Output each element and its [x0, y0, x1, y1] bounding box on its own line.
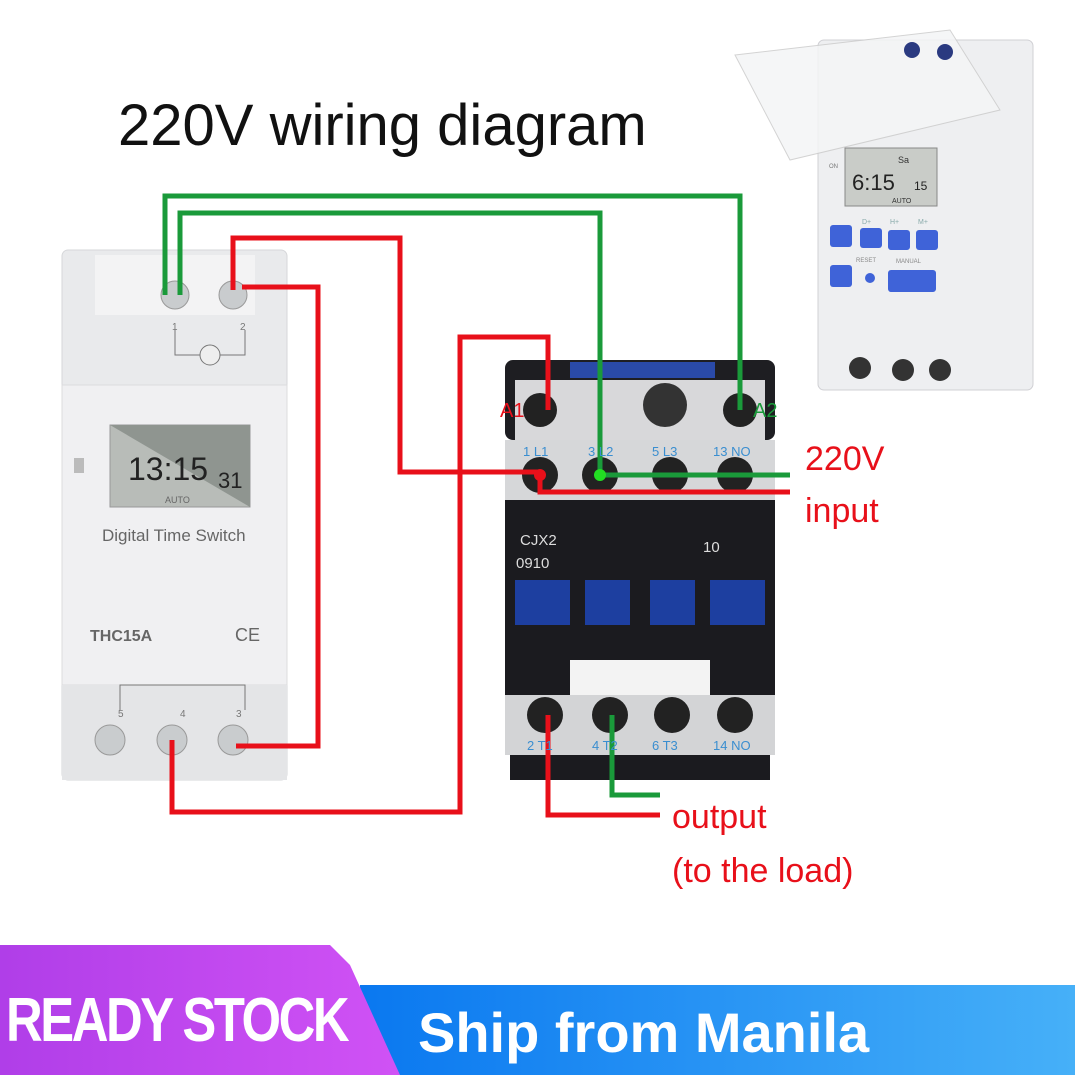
- left-timer-time: 13:15: [128, 451, 208, 487]
- ship-banner: [360, 985, 1075, 1075]
- contactor-a2-label: A2: [753, 400, 777, 422]
- left-timer-terminal-1: 1: [172, 322, 178, 333]
- contactor-a1-label: A1: [500, 400, 524, 422]
- wire-green-timer1-to-l2: [177, 210, 790, 478]
- right-timer-day: Sa: [898, 155, 909, 165]
- right-timer-m-plus: M+: [918, 219, 928, 226]
- right-timer-mode: AUTO: [892, 198, 912, 205]
- diagram-title: 220V wiring diagram: [118, 93, 647, 158]
- contactor-terminal-4: 4 T2: [592, 738, 618, 753]
- input-voltage-label: 220V: [805, 440, 885, 478]
- ready-stock-banner: [0, 945, 400, 1075]
- left-timer-model: THC15A: [90, 628, 153, 645]
- wire-red-timer2-to-timer3: [236, 284, 321, 749]
- contactor-terminal-3: 3 L2: [588, 444, 613, 459]
- right-timer-manual: MANUAL: [896, 259, 922, 265]
- contactor-code: 10: [703, 539, 720, 556]
- ready-stock-text: READY STOCK: [6, 986, 350, 1055]
- left-timer-terminal-4: 4: [180, 709, 186, 720]
- contactor-device: [505, 360, 775, 780]
- wire-green-output: [609, 715, 660, 798]
- contactor-terminal-6: 6 T3: [652, 738, 678, 753]
- right-timer-seconds: 15: [914, 179, 928, 193]
- left-timer-device: [61, 249, 288, 781]
- contactor-model-2: 0910: [516, 555, 549, 572]
- left-timer-seconds: 31: [218, 468, 242, 493]
- wire-red-timer4-to-a1: [169, 334, 551, 815]
- contactor-terminal-1: 1 L1: [523, 444, 548, 459]
- right-timer-d-plus: D+: [862, 219, 871, 226]
- ce-mark: CE: [235, 625, 260, 645]
- output-label: output: [672, 798, 767, 836]
- left-timer-terminal-2: 2: [240, 322, 246, 333]
- right-timer-time: 6:15: [852, 170, 895, 195]
- left-timer-name: Digital Time Switch: [102, 526, 246, 545]
- contactor-terminal-5: 5 L3: [652, 444, 677, 459]
- wire-red-output: [545, 715, 660, 818]
- wire-red-timer2-to-l1: [230, 235, 790, 495]
- right-timer-device: [734, 29, 1034, 391]
- right-timer-led-label: ON: [829, 164, 838, 170]
- right-timer-reset: RESET: [856, 258, 876, 264]
- ship-from-text: Ship from Manila: [418, 1001, 870, 1064]
- input-label: input: [805, 492, 879, 530]
- contactor-terminal-2: 2 T1: [527, 738, 553, 753]
- wire-green-timer1-to-a2: [162, 193, 743, 410]
- right-timer-h-plus: H+: [890, 219, 899, 226]
- contactor-terminal-13: 13 NO: [713, 444, 751, 459]
- left-timer-mode: AUTO: [165, 495, 190, 505]
- contactor-terminal-14: 14 NO: [713, 738, 751, 753]
- left-timer-terminal-5: 5: [118, 709, 124, 720]
- left-timer-terminal-3: 3: [236, 709, 242, 720]
- output-note-label: (to the load): [672, 852, 854, 890]
- contactor-model-1: CJX2: [520, 532, 557, 549]
